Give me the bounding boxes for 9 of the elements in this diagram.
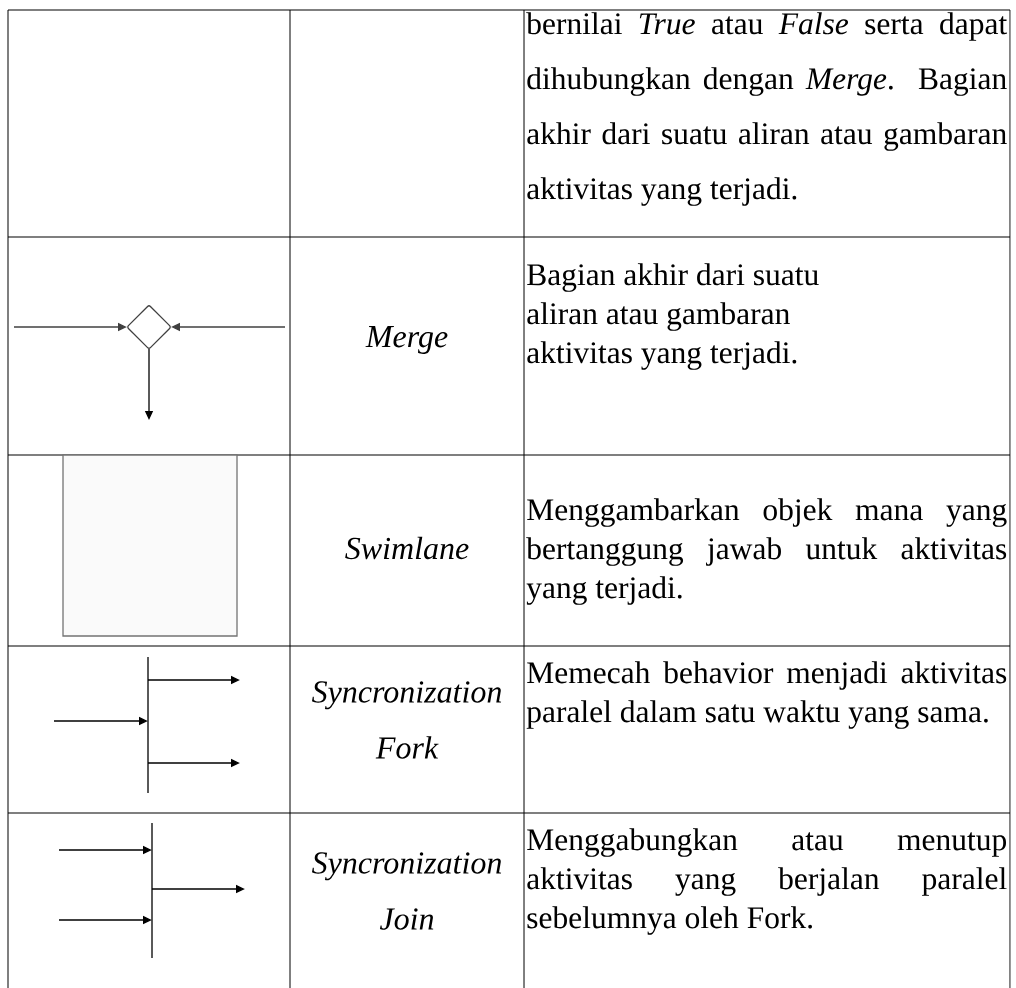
description-text: Menggambarkan objek mana yang bertanggung jawab untuk aktivitas yang terjadi. — [526, 498, 1007, 605]
symbol-name: Syncronization Fork — [312, 681, 502, 759]
symbol-name: Swimlane — [345, 536, 469, 560]
symbol-name: Merge — [365, 326, 448, 354]
description-text: Bagian akhir dari suatu aliran atau gambaran aktivitas yang terjadi. — [527, 263, 819, 370]
description-text: Memecah behavior menjadi aktivitas paralel dalam satu waktu yang sama. — [526, 661, 1007, 729]
symbol-name: Syncronization Join — [312, 852, 502, 930]
description-text: bernilai True atau False serta dapat dihubungkan dengan Merge. Bagian akhir dari suatu aliran atau gambaran aktivitas yang terjadi. — [526, 12, 1008, 206]
description-text: Menggabungkan atau menutup aktivitas yang berjalan paralel sebelumnya oleh Fork. — [527, 828, 1007, 935]
